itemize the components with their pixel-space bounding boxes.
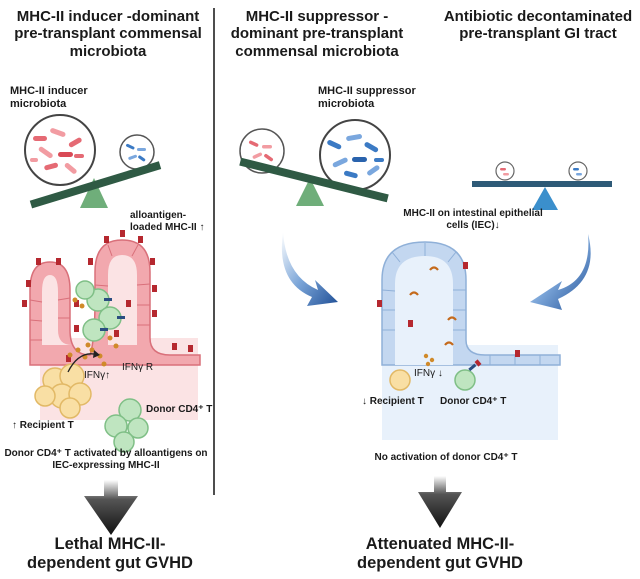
- left-outcome-text: Lethal MHC-II-dependent gut GVHD: [27, 535, 193, 572]
- middle-outcome-text: Attenuated MHC-II-dependent gut GVHD: [357, 535, 523, 572]
- suppressor-microbiota-label: MHC-II suppressor microbiota: [318, 85, 416, 110]
- recipient-t-label-middle: ↓ Recipient T: [362, 396, 424, 407]
- ifn-gamma-receptor-label: IFNγ R: [122, 362, 154, 373]
- left-seesaw-bar: [29, 161, 162, 209]
- ifn-gamma-dots-middle: [423, 353, 435, 367]
- donor-cd4-t-cell-middle: [454, 369, 476, 391]
- activation-label: Donor CD4⁺ T activated by alloantigens o…: [4, 448, 208, 471]
- orange-crescents: [409, 266, 457, 346]
- inducer-microbiota-label: MHC-II inducer microbiota: [10, 85, 88, 110]
- left-fulcrum: [80, 178, 108, 208]
- donor-cd4-label-middle: Donor CD4⁺ T: [440, 396, 507, 407]
- suppressor-microbiota-small-circle: [119, 134, 155, 170]
- left-outcome-arrow: [84, 480, 138, 535]
- right-curved-arrow: [530, 234, 591, 310]
- middle-curved-arrow: [281, 232, 338, 306]
- recipient-t-label-left: ↑ Recipient T: [12, 420, 74, 431]
- middle-suppressor-circle: [319, 119, 391, 191]
- right-panel-title: Antibiotic decontaminated pre-transplant…: [443, 8, 633, 43]
- right-suppressor-tiny-circle: [568, 161, 588, 181]
- suppressor-villus: [381, 241, 561, 440]
- iec-mhc-label: MHC-II on intestinal epithelial cells (I…: [403, 208, 543, 231]
- middle-outcome-arrow: [418, 476, 462, 528]
- alloantigen-mhc-label: alloantigen-loaded MHC-II ↑: [130, 210, 205, 233]
- tcr-receptors-left: [100, 298, 125, 331]
- left-panel-title: MHC-II inducer -dominant pre-transplant …: [14, 8, 202, 60]
- no-activation-label: No activation of donor CD4⁺ T: [374, 452, 518, 463]
- ifn-gamma-arrow: [67, 353, 95, 373]
- right-inducer-tiny-circle: [495, 161, 515, 181]
- ifn-gamma-down-label: IFNγ ↓: [414, 368, 443, 379]
- recipient-t-cells-left: [34, 363, 92, 419]
- right-seesaw-bar: [472, 181, 612, 187]
- inducer-microbiota-circle: [24, 114, 96, 186]
- ifn-gamma-dots: [67, 297, 119, 367]
- middle-seesaw-bar: [239, 157, 389, 203]
- middle-panel-title: MHC-II suppressor -dominant pre-transpla…: [230, 8, 404, 60]
- donor-cd4-t-cells-left: [75, 280, 149, 453]
- recipient-t-cell-middle: [389, 369, 411, 391]
- mhc-receptors: [22, 230, 193, 362]
- mhc-receptors-middle: [377, 262, 520, 357]
- donor-cd4-label-left: Donor CD4⁺ T: [146, 404, 213, 415]
- ifn-gamma-up-label: IFNγ↑: [84, 370, 111, 381]
- middle-fulcrum: [296, 178, 324, 206]
- right-fulcrum: [532, 187, 558, 210]
